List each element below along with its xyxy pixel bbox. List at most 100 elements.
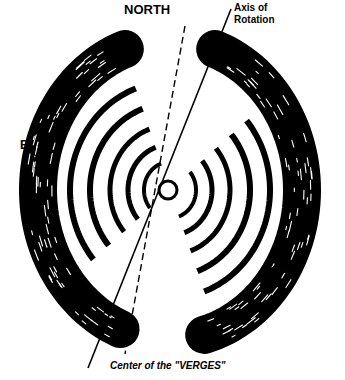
band-speckle <box>285 158 286 166</box>
band-speckle <box>28 154 30 164</box>
band-speckle <box>300 169 302 180</box>
band-speckle <box>304 133 307 141</box>
band-speckle <box>235 307 239 310</box>
band-speckle <box>286 280 291 288</box>
band-speckle <box>34 162 36 167</box>
band-speckle <box>36 184 37 193</box>
band-speckle <box>85 315 92 321</box>
band-speckle <box>84 55 91 60</box>
band-speckle <box>237 69 245 76</box>
band-speckle <box>248 80 254 85</box>
band-speckle <box>97 307 103 312</box>
band-speckle <box>46 224 48 233</box>
leader-line <box>33 153 42 162</box>
band-speckle <box>59 283 62 287</box>
band-speckle <box>291 251 294 259</box>
band-speckle <box>287 230 289 237</box>
part-label: E <box>20 139 28 153</box>
band-speckle <box>76 62 83 69</box>
band-speckle <box>296 159 298 162</box>
band-speckle <box>310 180 311 189</box>
band-speckle <box>48 115 49 118</box>
band-speckle <box>261 101 265 107</box>
band-speckle <box>253 283 260 291</box>
band-speckle <box>54 272 57 278</box>
band-speckle <box>34 250 38 260</box>
band-speckle <box>217 324 220 326</box>
band-speckle <box>296 209 298 216</box>
band-speckle <box>247 84 250 87</box>
band-speckle <box>310 194 311 200</box>
band-speckle <box>241 303 248 308</box>
band-speckle <box>269 73 274 78</box>
band-speckle <box>266 294 271 300</box>
direction-label: NORTH <box>124 3 170 18</box>
band-speckle <box>54 116 55 119</box>
band-speckle <box>44 206 45 216</box>
equator-band <box>204 49 302 335</box>
band-speckle <box>289 221 291 231</box>
band-speckle <box>235 325 243 330</box>
band-speckle <box>244 81 246 83</box>
band-speckle <box>311 171 313 178</box>
band-speckle <box>243 325 247 328</box>
band-speckle <box>288 165 290 170</box>
band-speckle <box>77 73 83 79</box>
band-speckle <box>277 105 282 115</box>
band-speckle <box>84 70 88 74</box>
band-speckle <box>57 106 61 113</box>
band-speckle <box>40 182 41 187</box>
band-speckle <box>252 313 259 319</box>
verge-arc <box>90 109 143 246</box>
band-speckle <box>307 198 308 204</box>
band-speckle <box>40 119 41 122</box>
band-speckle <box>298 242 300 249</box>
part-label: Equator <box>264 264 302 276</box>
band-speckle <box>311 168 312 179</box>
band-speckle <box>108 68 116 73</box>
band-speckle <box>108 326 112 328</box>
band-speckle <box>257 94 260 98</box>
part-label: Axis of Rotation <box>234 2 286 25</box>
band-speckle <box>294 188 295 191</box>
verge-arc <box>184 161 212 233</box>
band-speckle <box>274 112 278 119</box>
band-speckle <box>105 334 110 337</box>
band-speckle <box>82 321 86 324</box>
band-speckle <box>257 286 259 289</box>
band-speckle <box>232 335 235 337</box>
band-speckle <box>49 276 51 280</box>
rotation-axis <box>88 9 231 368</box>
band-speckle <box>36 176 38 183</box>
band-speckle <box>278 136 279 139</box>
band-speckle <box>57 113 59 117</box>
band-speckle <box>100 61 104 64</box>
band-speckle <box>227 68 234 72</box>
band-speckle <box>223 325 230 329</box>
band-speckle <box>255 293 261 299</box>
band-speckle <box>76 92 80 97</box>
concentric-arcs <box>70 89 270 292</box>
part-label: Center of the "VERGES" <box>110 360 226 372</box>
band-speckle <box>92 308 95 311</box>
band-speckle <box>292 245 294 251</box>
band-speckle <box>251 78 257 84</box>
band-speckle <box>37 178 39 187</box>
band-speckle <box>266 99 271 107</box>
band-speckle <box>92 74 100 81</box>
band-speckle <box>47 180 48 186</box>
band-speckle <box>32 162 33 172</box>
band-speckle <box>272 288 277 295</box>
band-speckle <box>86 61 90 64</box>
band-speckle <box>256 71 258 73</box>
band-speckle <box>40 236 43 246</box>
band-speckle <box>55 254 58 260</box>
band-speckle <box>303 190 304 199</box>
band-speckle <box>255 60 262 66</box>
band-speckle <box>54 267 57 272</box>
equator-bands <box>28 49 312 337</box>
verge-arc <box>179 172 196 216</box>
band-speckle <box>76 96 80 102</box>
